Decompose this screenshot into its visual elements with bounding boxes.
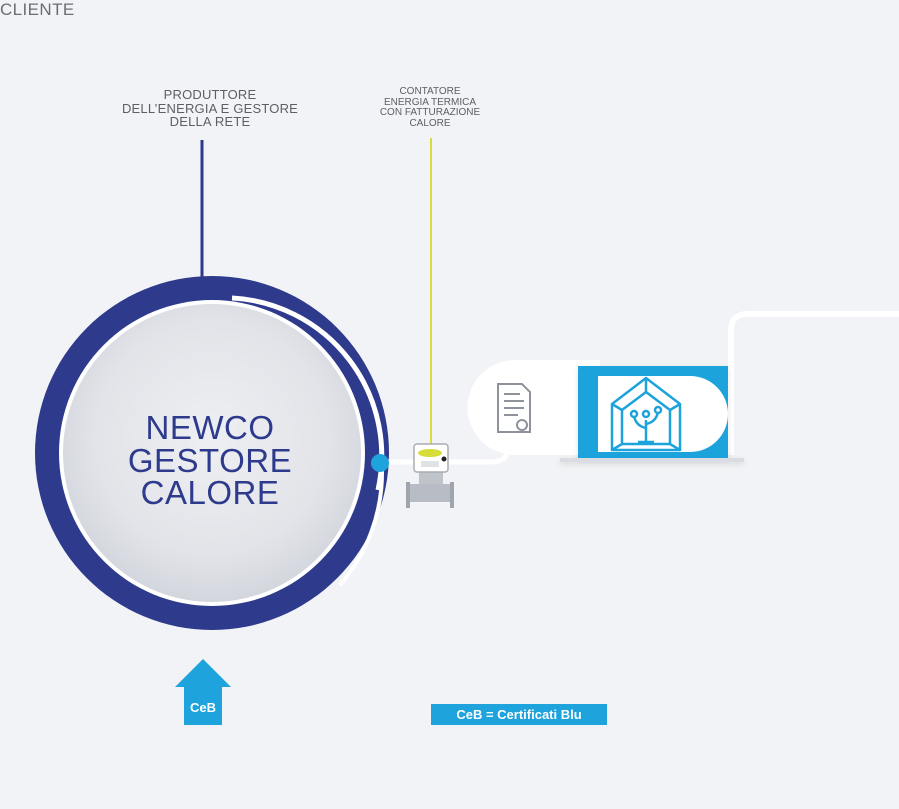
certificate-document-icon xyxy=(497,383,531,433)
legend-badge: CeB = Certificati Blu xyxy=(431,704,607,725)
newco-ring xyxy=(35,276,389,630)
client-house-box xyxy=(560,366,744,462)
up-arrow-icon xyxy=(175,659,231,725)
green-house-tree-icon xyxy=(610,376,682,452)
client-outline-line xyxy=(728,311,899,455)
connector-dot xyxy=(371,454,389,472)
newco-title: NEWCO GESTORE CALORE xyxy=(127,409,293,512)
certificate-bubble xyxy=(467,360,600,455)
client-label: CLIENTE xyxy=(0,0,75,19)
heat-meter-icon xyxy=(406,443,454,508)
producer-label: PRODUTTORE DELL’ENERGIA E GESTORE DELLA … xyxy=(121,87,299,130)
ceb-arrow-label: CeB xyxy=(189,700,216,715)
meter-label: CONTATORE ENERGIA TERMICA CON FATTURAZIO… xyxy=(379,86,481,129)
